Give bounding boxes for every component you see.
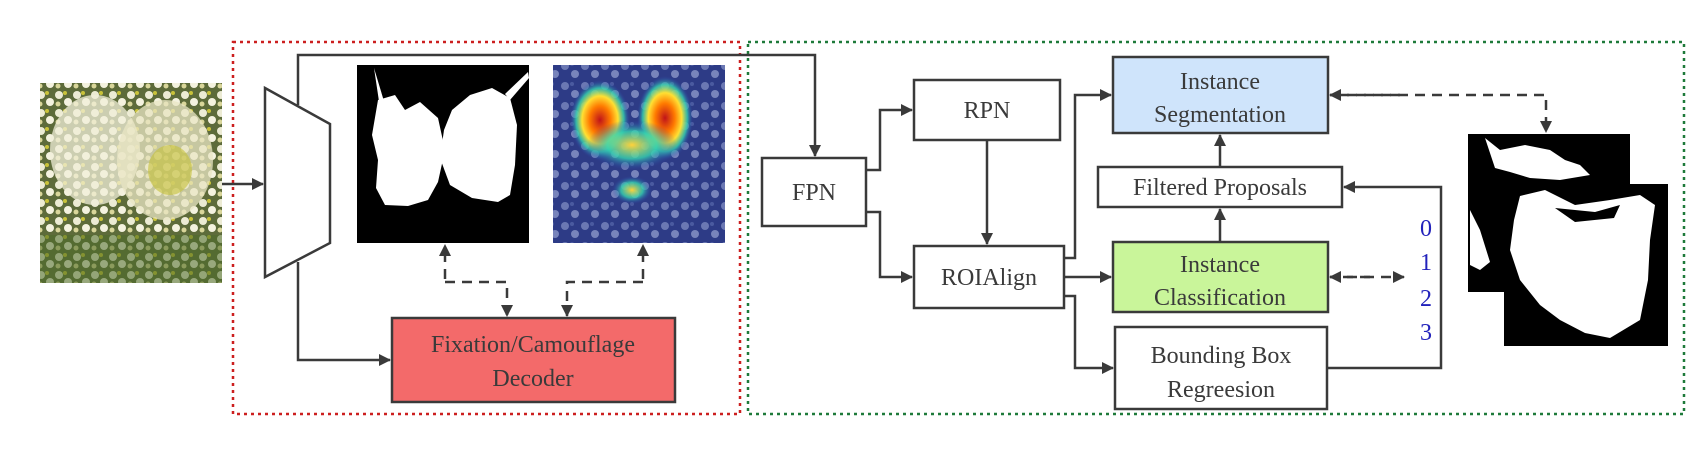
edge-bbox-to-proposals: [1327, 181, 1443, 370]
bbox-regression-line2: Regreesion: [1167, 377, 1275, 403]
rpn-label: RPN: [964, 98, 1011, 124]
class-id-3: 3: [1420, 320, 1432, 346]
instance-segmentation-line2: Segmentation: [1154, 102, 1286, 128]
encoder-trapezoid-icon: [263, 85, 332, 280]
decoder-label-line1: Fixation/Camouflage: [431, 332, 635, 358]
rpn-box: [912, 78, 1062, 142]
instance-classification-line2: Classification: [1154, 285, 1286, 311]
edge-decoder-camouflage-2: [561, 280, 643, 317]
filtered-proposals-label: Filtered Proposals: [1133, 175, 1307, 201]
instance-segmentation-line1: Instance: [1180, 69, 1260, 95]
decoder-label-line2: Decoder: [492, 366, 573, 392]
instance-classification-line1: Instance: [1180, 252, 1260, 278]
decoder-box: [390, 316, 677, 404]
fixation-map: [357, 65, 529, 243]
class-id-2: 2: [1420, 286, 1432, 312]
edge-encoder-to-decoder: [296, 262, 391, 366]
edge-fpn-to-rpn: [866, 104, 913, 172]
fixation-camouflage-region: [231, 40, 742, 416]
fpn-box: [760, 156, 868, 228]
edge-roialign-to-bbox: [1064, 294, 1114, 374]
class-id-1: 1: [1420, 250, 1432, 276]
fpn-label: FPN: [792, 180, 836, 206]
bbox-regression-line1: Bounding Box: [1151, 343, 1292, 369]
edge-decoder-fixation-2: [445, 280, 513, 317]
input-image: [40, 83, 222, 283]
output-instance-masks: [1468, 134, 1668, 346]
edge-encoder-to-fpn: [296, 53, 821, 157]
instance-segmentation-box: [1111, 55, 1330, 135]
camouflage-map: [553, 65, 725, 243]
filtered-proposals-box: [1096, 165, 1344, 209]
bbox-regression-box: [1113, 325, 1329, 411]
edge-roialign-to-segmentation: [1064, 89, 1112, 260]
edge-segmentation-to-masks: [1330, 93, 1552, 133]
class-id-0: 0: [1420, 216, 1432, 242]
instance-detection-region: [746, 40, 1686, 416]
roialign-label: ROIAlign: [941, 265, 1037, 291]
edge-fpn-to-roialign: [866, 210, 913, 283]
